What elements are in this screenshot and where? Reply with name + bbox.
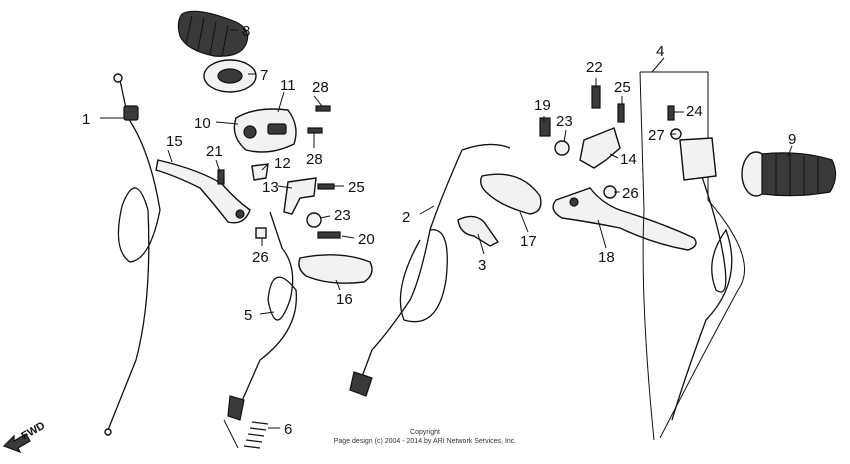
callout-14: 14 bbox=[620, 151, 637, 168]
bolt-19 bbox=[539, 117, 551, 137]
callout-23-right: 23 bbox=[556, 113, 573, 130]
callout-13: 13 bbox=[262, 179, 279, 196]
callout-20: 20 bbox=[358, 231, 375, 248]
bolt-24 bbox=[667, 105, 675, 121]
screw-25-left bbox=[317, 183, 335, 190]
switch-housing bbox=[233, 108, 297, 153]
callout-27: 27 bbox=[648, 127, 665, 144]
nut-23-right bbox=[554, 140, 570, 156]
callout-9: 9 bbox=[788, 131, 796, 148]
callout-26-left: 26 bbox=[252, 249, 269, 266]
lever-cover-17 bbox=[479, 173, 542, 215]
bracket-14 bbox=[579, 127, 621, 169]
callout-21: 21 bbox=[206, 143, 223, 160]
callout-1: 1 bbox=[82, 111, 90, 128]
callout-24: 24 bbox=[686, 103, 703, 120]
cable-2 bbox=[349, 143, 511, 397]
callout-28-top: 28 bbox=[312, 79, 329, 96]
callout-4: 4 bbox=[656, 43, 664, 60]
copyright-line-2: Page design (c) 2004 - 2014 by ARI Netwo… bbox=[334, 438, 517, 445]
fwd-indicator: FWD bbox=[2, 420, 48, 454]
callout-12: 12 bbox=[274, 155, 291, 172]
screw-25-right bbox=[617, 103, 625, 123]
callout-16: 16 bbox=[336, 291, 353, 308]
assembly-frame-4 bbox=[639, 71, 745, 441]
spring-6 bbox=[243, 421, 269, 449]
copyright-line-1: Copyright bbox=[410, 429, 440, 436]
bolt-22 bbox=[591, 85, 601, 109]
bracket-13 bbox=[283, 177, 317, 215]
callout-28-bottom: 28 bbox=[306, 151, 323, 168]
callout-11: 11 bbox=[280, 77, 296, 94]
cable-5 bbox=[223, 211, 298, 449]
nut-23-left bbox=[306, 212, 322, 228]
callout-2: 2 bbox=[402, 209, 410, 226]
nut-26-left bbox=[255, 227, 267, 239]
copyright-notice: Copyright Page design (c) 2004 - 2014 by… bbox=[334, 429, 517, 445]
callout-5: 5 bbox=[244, 307, 252, 324]
throttle-grip bbox=[177, 10, 249, 57]
callout-7: 7 bbox=[260, 67, 268, 84]
fwd-label: FWD bbox=[20, 420, 48, 443]
lever-cover-16 bbox=[298, 254, 373, 284]
callout-8: 8 bbox=[242, 23, 250, 40]
callout-17: 17 bbox=[520, 233, 537, 250]
cable-1 bbox=[104, 73, 161, 436]
callout-23-left: 23 bbox=[334, 207, 351, 224]
screws-28 bbox=[307, 105, 331, 134]
callout-19: 19 bbox=[534, 97, 551, 114]
clutch-lever bbox=[155, 159, 251, 224]
callout-25-right: 25 bbox=[614, 79, 631, 96]
brake-lever-18 bbox=[552, 187, 697, 251]
bolt-21 bbox=[217, 169, 225, 185]
lever-3 bbox=[457, 215, 500, 247]
callout-labels: 1 2 3 4 5 6 7 8 9 10 11 12 13 14 15 16 1… bbox=[82, 23, 796, 438]
right-grip-9 bbox=[741, 151, 837, 197]
callout-3: 3 bbox=[478, 257, 486, 274]
throttle-housing bbox=[203, 59, 257, 93]
leader-lines bbox=[100, 29, 793, 429]
bolt-20 bbox=[317, 231, 341, 239]
callout-10: 10 bbox=[194, 115, 211, 132]
callout-6: 6 bbox=[284, 421, 292, 438]
callout-25-left: 25 bbox=[348, 179, 365, 196]
callout-22: 22 bbox=[586, 59, 603, 76]
callout-26-right: 26 bbox=[622, 185, 639, 202]
callout-15: 15 bbox=[166, 133, 183, 150]
callout-18: 18 bbox=[598, 249, 615, 266]
fwd-arrow-icon bbox=[2, 433, 31, 454]
